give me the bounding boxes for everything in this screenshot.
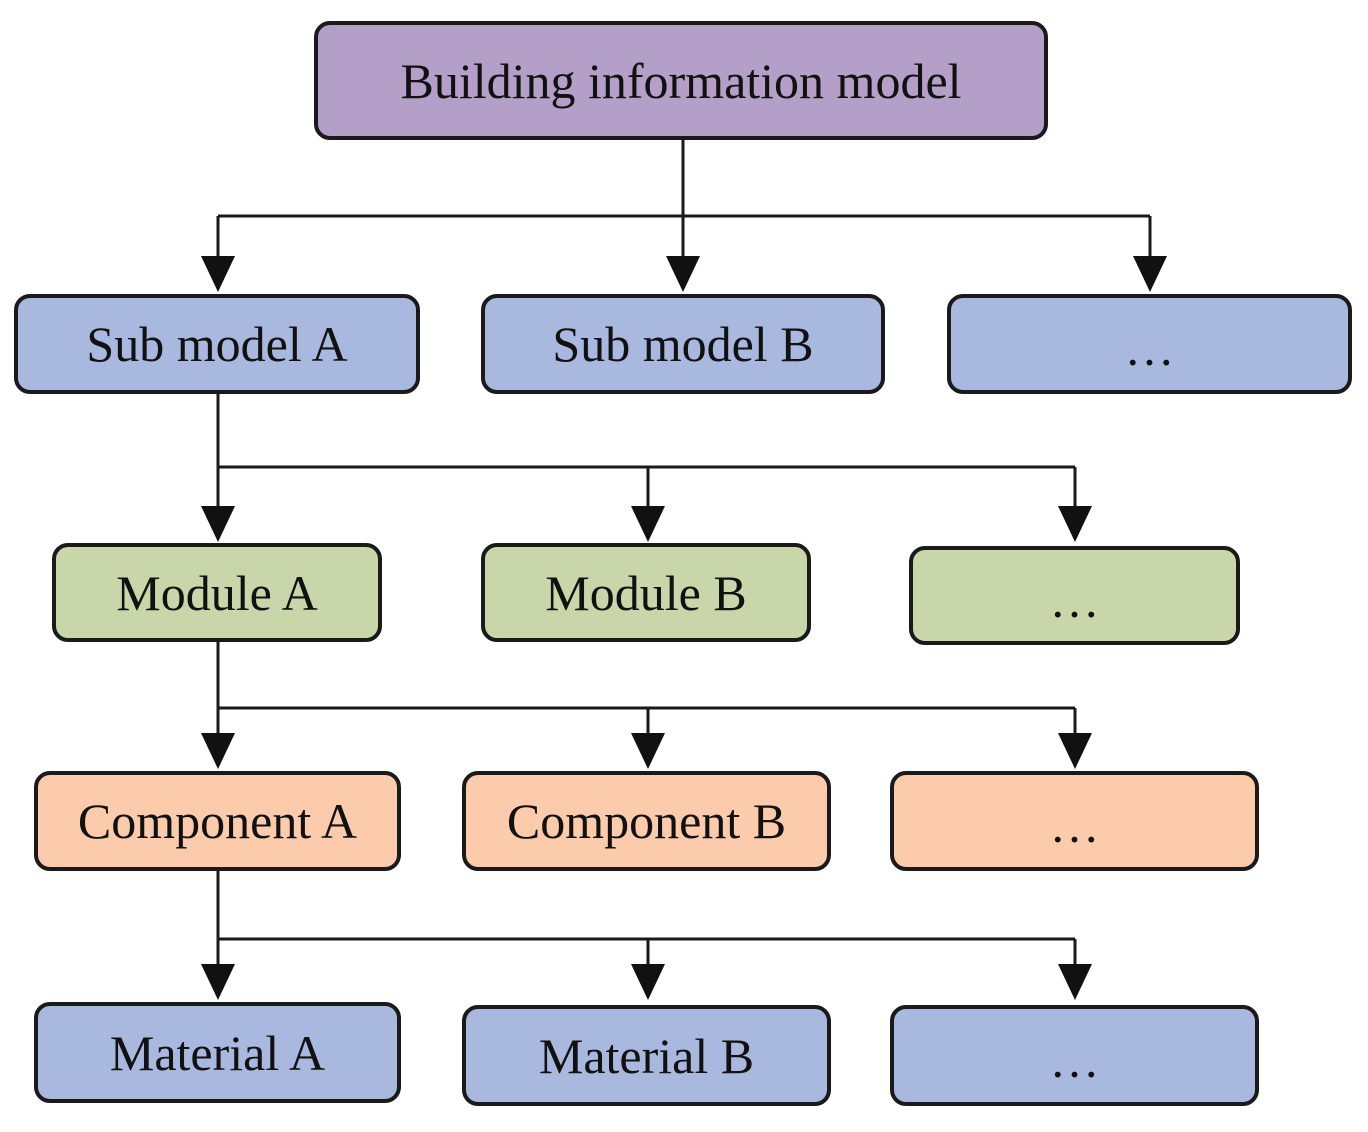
- arrowhead-material-a: [201, 964, 235, 1000]
- arrowhead-material-etc: [1058, 964, 1092, 1000]
- arrowhead-component-a: [201, 733, 235, 769]
- module-etc-box: …: [909, 546, 1240, 645]
- submodel-a-box: Sub model A: [14, 294, 420, 394]
- material-etc-box: …: [890, 1005, 1259, 1106]
- component-etc-label: …: [1049, 797, 1100, 853]
- module-b-label: Module B: [545, 564, 747, 621]
- module-a-label: Module A: [116, 564, 318, 621]
- component-a-label: Component A: [77, 793, 358, 849]
- submodel-a-label: Sub model A: [86, 316, 348, 372]
- module-b-box: Module B: [481, 543, 811, 642]
- module-a-box: Module A: [52, 543, 382, 642]
- material-b-label: Material B: [538, 1027, 755, 1084]
- material-etc-label: …: [1049, 1031, 1100, 1088]
- root-node-box: Building information model: [314, 21, 1048, 140]
- component-b-box: Component B: [462, 771, 831, 871]
- arrowhead-submodel-b: [666, 256, 700, 292]
- component-b-label: Component B: [506, 793, 787, 849]
- submodel-b-box: Sub model B: [481, 294, 885, 394]
- submodel-etc-box: …: [947, 294, 1352, 394]
- root-node-label: Building information model: [400, 52, 962, 109]
- arrowhead-submodel-etc: [1133, 256, 1167, 292]
- submodel-b-label: Sub model B: [552, 316, 814, 372]
- material-a-box: Material A: [34, 1002, 401, 1103]
- submodel-etc-label: …: [1124, 320, 1175, 376]
- arrowhead-module-a: [201, 506, 235, 542]
- arrowhead-component-b: [631, 733, 665, 769]
- arrowhead-submodel-a: [201, 256, 235, 292]
- arrowhead-module-etc: [1058, 506, 1092, 542]
- component-etc-box: …: [890, 771, 1259, 871]
- material-b-box: Material B: [462, 1005, 831, 1106]
- component-a-box: Component A: [34, 771, 401, 871]
- module-etc-label: …: [1049, 571, 1100, 628]
- arrowhead-material-b: [631, 964, 665, 1000]
- material-a-label: Material A: [109, 1024, 326, 1081]
- arrowhead-module-b: [631, 506, 665, 542]
- arrowhead-component-etc: [1058, 733, 1092, 769]
